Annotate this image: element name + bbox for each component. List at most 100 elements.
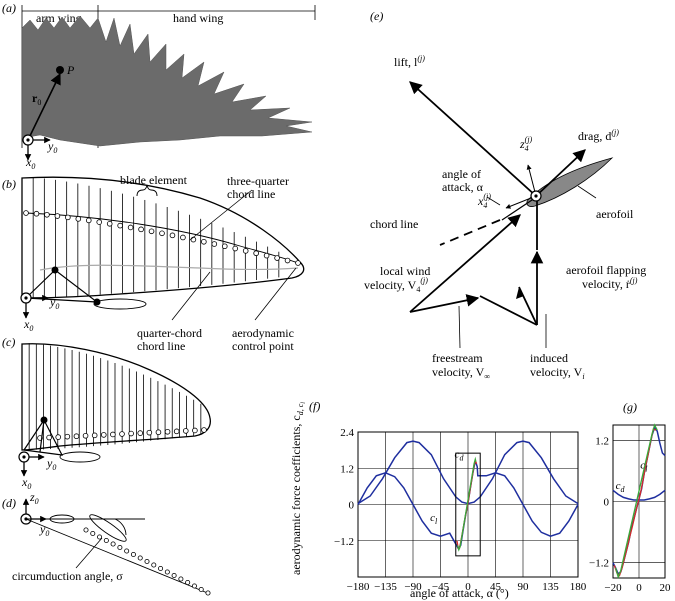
- spanwise-line-d: [25, 518, 211, 595]
- control-point: [253, 250, 259, 257]
- control-point: [137, 430, 144, 436]
- point-p-dot: [56, 66, 64, 74]
- x-tick-label: −45: [432, 581, 450, 593]
- wing-outline-c: [21, 343, 211, 451]
- lift-arrow: [409, 81, 537, 197]
- wing-outline-b: [21, 176, 305, 299]
- hand-ellipse-d: [89, 514, 127, 542]
- x-tick-label: −90: [404, 581, 422, 593]
- freestream-velocity-arrow: [409, 294, 480, 313]
- y-tick-label: −1.2: [334, 536, 354, 548]
- cd-series-label: cd: [455, 449, 465, 463]
- chord-line-dashed: [439, 219, 501, 246]
- z0-label: z0: [29, 490, 39, 506]
- x0-label-b: x0: [23, 317, 33, 333]
- control-point: [91, 432, 98, 439]
- control-point: [146, 429, 153, 436]
- control-point: [274, 255, 280, 261]
- control-point: [144, 559, 150, 565]
- hand-ellipse-b: [93, 298, 147, 310]
- chart-f-ylabel: aerodynamic force coefficients, cd, cl: [289, 402, 307, 575]
- panel-c-label: (c): [2, 335, 15, 349]
- panel-d: (d) z0 y0 circumduction angle, σ: [2, 490, 211, 596]
- control-points-d: [83, 527, 211, 596]
- quarter-chord-label-1: quarter-chord: [137, 326, 202, 340]
- y-tick-label: −1.2: [589, 558, 609, 570]
- wing-silhouette: [21, 15, 313, 147]
- control-point: [201, 238, 207, 245]
- control-point: [90, 531, 96, 537]
- plot-frame: [612, 424, 666, 579]
- y-tick-label: 0: [604, 497, 610, 509]
- circumduction-label: circumduction angle, σ: [12, 569, 123, 583]
- freestream-label-1: freestream: [432, 351, 483, 365]
- control-point: [242, 248, 249, 254]
- panel-f-label: (f): [309, 399, 320, 413]
- series-line-highlight-green: [614, 423, 658, 580]
- angle-label-2: attack, α: [442, 180, 484, 194]
- chord-lines-c: [28, 343, 202, 450]
- control-point: [138, 226, 144, 233]
- x-tick-label: −20: [604, 582, 622, 594]
- control-point: [117, 222, 123, 229]
- control-point: [295, 260, 301, 266]
- x0-label-c: x0: [21, 475, 31, 491]
- induced-label-1: induced: [530, 351, 568, 365]
- control-point: [33, 210, 40, 217]
- control-point: [65, 214, 71, 221]
- circumduction-arc: [114, 518, 127, 536]
- y0-label-b: y0: [49, 295, 59, 311]
- control-point: [124, 548, 130, 554]
- radius-vector-arrow: [27, 72, 61, 141]
- control-point: [137, 555, 143, 561]
- y0-label-c: y0: [46, 456, 56, 472]
- control-point: [103, 538, 109, 544]
- control-point: [178, 576, 184, 582]
- control-point: [198, 587, 204, 593]
- panel-e-label: (e): [370, 9, 383, 23]
- r0-label: r0: [32, 91, 41, 107]
- aerofoil-label: aerofoil: [596, 207, 634, 221]
- control-points-c: [37, 427, 207, 441]
- panel-e: (e) lift, l(j) drag, d(j) z4(j) x4(j) an…: [364, 9, 646, 381]
- local-wind-label-1: local wind: [380, 264, 430, 278]
- control-point: [23, 210, 29, 216]
- control-point: [173, 428, 180, 435]
- y0-label-d: y0: [39, 522, 49, 538]
- control-point: [64, 433, 71, 440]
- y-tick-label: 2.4: [340, 427, 354, 439]
- aero-control-label-2: control point: [232, 339, 294, 353]
- x4-label: x4(j): [477, 192, 491, 210]
- control-point: [164, 569, 170, 575]
- control-point: [191, 583, 197, 589]
- x-tick-label: −180: [347, 581, 370, 593]
- series-line-highlight-green: [456, 456, 477, 552]
- control-point: [46, 434, 52, 441]
- local-wind-velocity-arrow: [409, 214, 521, 313]
- panel-c: (c) y0 x0: [2, 335, 211, 491]
- panel-d-label: (d): [2, 496, 16, 510]
- x-tick-label: 135: [542, 581, 559, 593]
- control-point: [185, 580, 191, 586]
- z4-label: z4(j): [519, 135, 533, 153]
- control-point: [110, 431, 116, 438]
- freestream-label-2: velocity, V∞: [432, 365, 490, 381]
- control-point: [148, 228, 155, 235]
- x-tick-label: −135: [374, 581, 397, 593]
- three-quarter-label-2: chord line: [227, 187, 275, 201]
- panel-b: (b) blade element three-quarter chord li…: [2, 173, 305, 353]
- control-point: [119, 431, 125, 437]
- control-point: [54, 213, 61, 219]
- drag-arrow: [535, 149, 586, 197]
- control-point: [221, 243, 228, 250]
- cd-series-label-g: cd: [616, 480, 626, 494]
- control-point: [158, 566, 164, 572]
- lift-label: lift, l(j): [394, 54, 425, 69]
- control-point: [85, 217, 92, 224]
- control-point: [205, 590, 211, 596]
- panel-b-label: (b): [2, 177, 16, 191]
